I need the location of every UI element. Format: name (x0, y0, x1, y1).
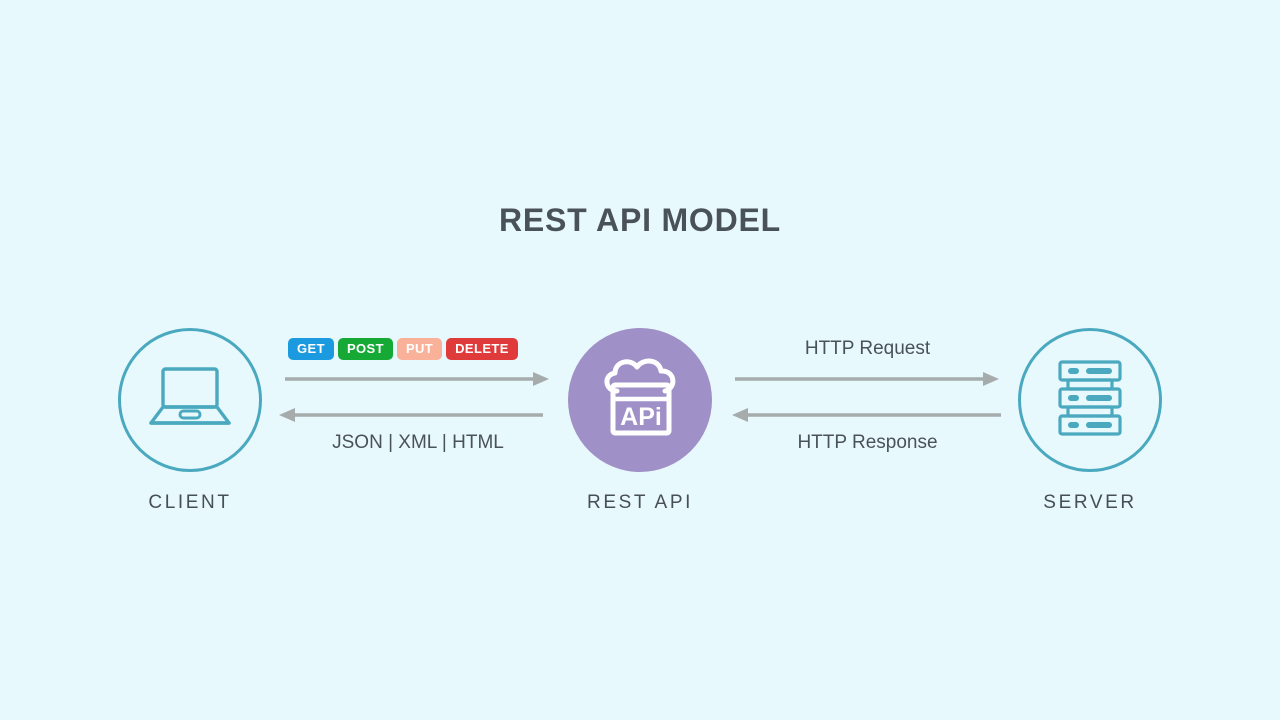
api-cloud-icon: APi (597, 357, 683, 444)
arrow-api-to-client (278, 408, 543, 422)
arrow-server-to-api (731, 408, 1001, 422)
badge-get[interactable]: GET (288, 338, 334, 360)
client-circle (118, 328, 262, 472)
rest-api-label: REST API (587, 492, 693, 513)
caption-api-to-server: HTTP Request (804, 338, 931, 359)
badge-delete[interactable]: DELETE (446, 338, 518, 360)
node-rest-api[interactable]: APi REST API (560, 328, 720, 514)
http-method-badges: GET POST PUT DELETE (288, 338, 518, 360)
badge-post[interactable]: POST (337, 338, 393, 360)
arrow-api-to-server (735, 372, 1000, 386)
badge-put[interactable]: PUT (396, 338, 443, 360)
server-circle (1018, 328, 1162, 472)
svg-text:APi: APi (620, 403, 662, 431)
caption-server-to-api: HTTP Response (797, 432, 938, 453)
server-label: SERVER (1043, 492, 1137, 513)
rest-api-circle: APi (568, 328, 712, 472)
server-rack-icon (1054, 358, 1126, 443)
node-client[interactable]: CLIENT (110, 328, 270, 514)
page-title: REST API MODEL (498, 202, 782, 238)
client-label: CLIENT (148, 492, 232, 513)
node-server[interactable]: SERVER (1010, 328, 1170, 514)
laptop-icon (148, 365, 232, 436)
caption-api-to-client: JSON | XML | HTML (332, 432, 504, 453)
arrow-client-to-api (285, 372, 550, 386)
